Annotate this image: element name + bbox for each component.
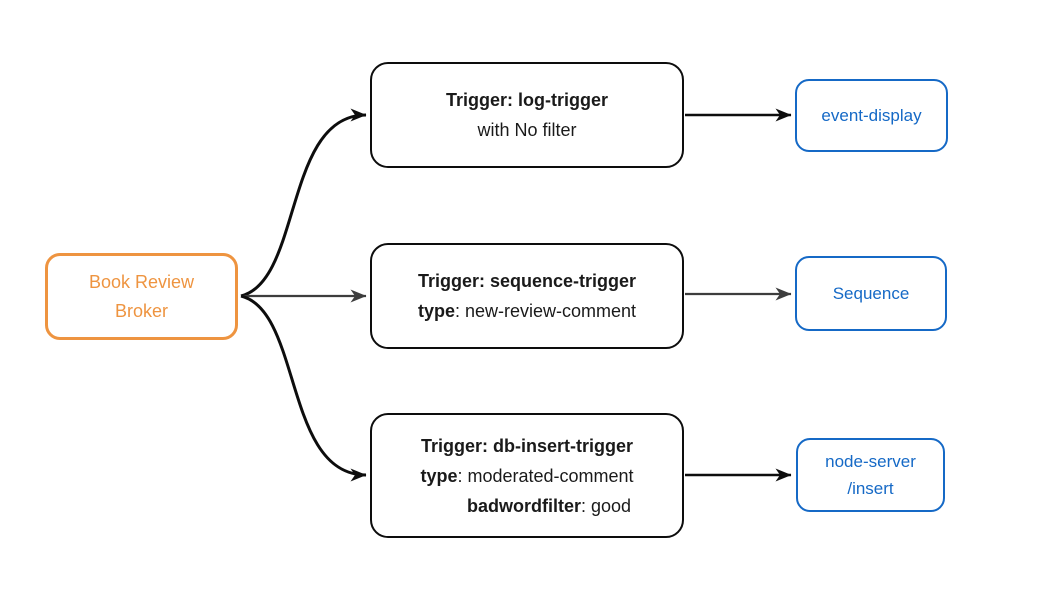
trigger-title: Trigger: log-trigger	[446, 90, 608, 110]
trigger-detail-value: : moderated-comment	[457, 465, 634, 486]
output-node-sequence: Sequence	[795, 256, 947, 331]
output-label-line2: /insert	[847, 479, 894, 498]
output-label: event-display	[821, 106, 922, 125]
trigger-node-sequence: Trigger: sequence-trigger type: new-revi…	[370, 243, 684, 349]
trigger-detail: type: moderated-comment	[420, 461, 633, 491]
trigger-node-log: Trigger: log-trigger with No filter	[370, 62, 684, 168]
arrow-broker-to-log-trigger	[240, 108, 367, 298]
broker-label-line1: Book Review	[88, 271, 195, 292]
trigger-node-db-insert: Trigger: db-insert-trigger type: moderat…	[370, 413, 684, 538]
trigger-detail: with No filter	[477, 120, 577, 140]
output-label: Sequence	[832, 284, 910, 303]
broker-label-line2: Broker	[114, 300, 168, 321]
trigger-detail-key: type	[417, 301, 455, 321]
trigger-title: Trigger: db-insert-trigger	[420, 435, 633, 456]
trigger-extra-detail: badwordfilter: good	[467, 491, 631, 521]
trigger-detail-key: type	[420, 465, 458, 486]
trigger-title: Trigger: sequence-trigger	[417, 271, 637, 291]
trigger-detail-value: : new-review-comment	[454, 301, 637, 321]
arrow-broker-to-db-insert-trigger	[240, 294, 367, 482]
output-node-event-display: event-display	[795, 79, 948, 152]
trigger-detail: type: new-review-comment	[418, 296, 636, 326]
broker-node: Book Review Broker	[45, 253, 238, 340]
output-label-line1: node-server	[825, 452, 916, 471]
output-node-node-server: node-server /insert	[796, 438, 945, 512]
trigger-extra-key: badwordfilter	[466, 495, 581, 516]
trigger-extra-value: : good	[580, 495, 632, 516]
